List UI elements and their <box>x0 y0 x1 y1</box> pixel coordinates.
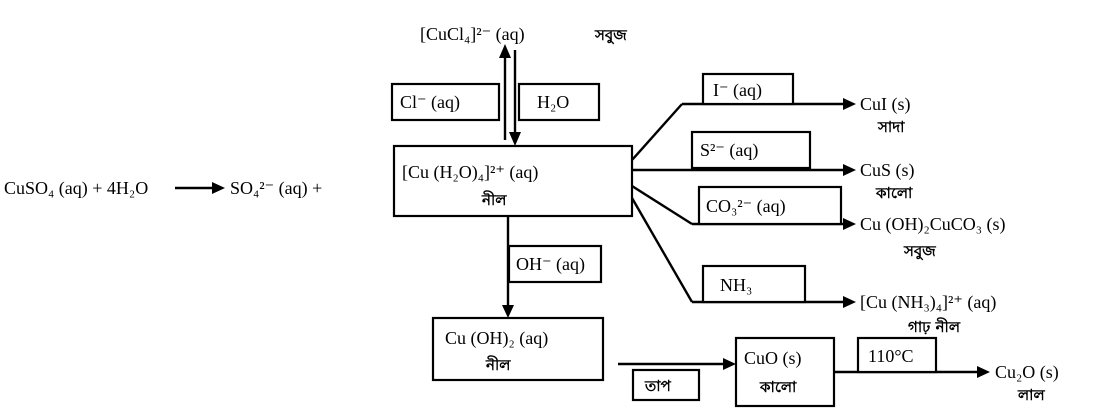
cuo-color: কালো <box>759 378 797 396</box>
carbonate-reagent-label: CO₃²⁻ (aq) <box>706 196 786 217</box>
hydroxide-reagent-box <box>507 244 603 284</box>
cuo-box <box>734 336 836 408</box>
temperature-box <box>856 336 938 374</box>
iodide-product: CuI (s) <box>860 94 911 115</box>
center-complex-formula: [Cu (H₂O)₄]²⁺ (aq) <box>402 162 538 183</box>
center-complex-box <box>392 144 634 218</box>
ammonia-reagent-label: NH₃ <box>720 275 752 295</box>
temperature-label: 110°C <box>868 346 914 366</box>
final-arrow-head <box>977 366 990 378</box>
branch-line-ammonia-diag <box>630 197 694 303</box>
arrow-down-head <box>509 132 521 146</box>
cl-reagent-box <box>390 82 501 122</box>
hydroxide-product: Cu (OH)₂ (aq) <box>445 328 548 349</box>
ammonia-product-color: গাঢ় নীল <box>908 317 961 336</box>
iodide-arrow-head <box>843 98 856 110</box>
center-complex-color: নীল <box>481 190 507 209</box>
sulfide-product-color: কালো <box>875 184 913 202</box>
branch-line-carbonate-diag <box>631 184 693 226</box>
sulfate-plus-text: SO₄²⁻ (aq) + <box>230 178 322 199</box>
sulfide-arrow-head <box>843 164 856 176</box>
carbonate-arrow-head <box>843 218 856 230</box>
cu2o-product: Cu₂O (s) <box>995 362 1059 383</box>
iodide-product-color: সাদা <box>877 118 905 136</box>
iodide-reagent-box <box>701 72 795 106</box>
sulfide-product: CuS (s) <box>860 160 915 181</box>
sulfide-reagent-label: S²⁻ (aq) <box>700 140 758 161</box>
cuo-product: CuO (s) <box>744 348 802 369</box>
carbonate-product-color: সবুজ <box>903 242 936 260</box>
branch-line-iodide-diag <box>631 103 683 161</box>
ammonia-reagent-box <box>701 264 807 304</box>
arrow-up-head <box>499 44 511 58</box>
carbonate-product: Cu (OH)₂CuCO₃ (s) <box>860 214 1006 235</box>
water-label: H₂O <box>537 92 569 112</box>
cl-reagent-label: Cl⁻ (aq) <box>400 92 460 113</box>
water-box <box>517 82 601 122</box>
heat-label: তাপ <box>644 377 672 395</box>
cu2o-color: লাল <box>1017 386 1046 404</box>
reactant-text: CuSO₄ (aq) + 4H₂O <box>4 178 148 199</box>
hydroxide-product-color: নীল <box>485 355 511 374</box>
ammonia-arrow-head <box>843 296 856 308</box>
hydroxide-product-box <box>431 316 605 382</box>
ammonia-product: [Cu (NH₃)₄]²⁺ (aq) <box>860 292 996 313</box>
hydroxide-reagent-label: OH⁻ (aq) <box>516 254 585 275</box>
heat-arrow-head <box>723 358 736 370</box>
main-arrow-head <box>212 182 225 194</box>
sulfide-reagent-box <box>690 130 812 170</box>
carbonate-reagent-box <box>697 185 843 226</box>
iodide-reagent-label: I⁻ (aq) <box>713 80 762 101</box>
cucl4-color: সবুজ <box>594 26 627 44</box>
cucl4-product: [CuCl₄]²⁻ (aq) <box>420 24 525 45</box>
heat-label-box <box>631 368 701 402</box>
hydroxide-arrow-head <box>502 305 514 318</box>
reversible-arrows <box>499 44 521 146</box>
